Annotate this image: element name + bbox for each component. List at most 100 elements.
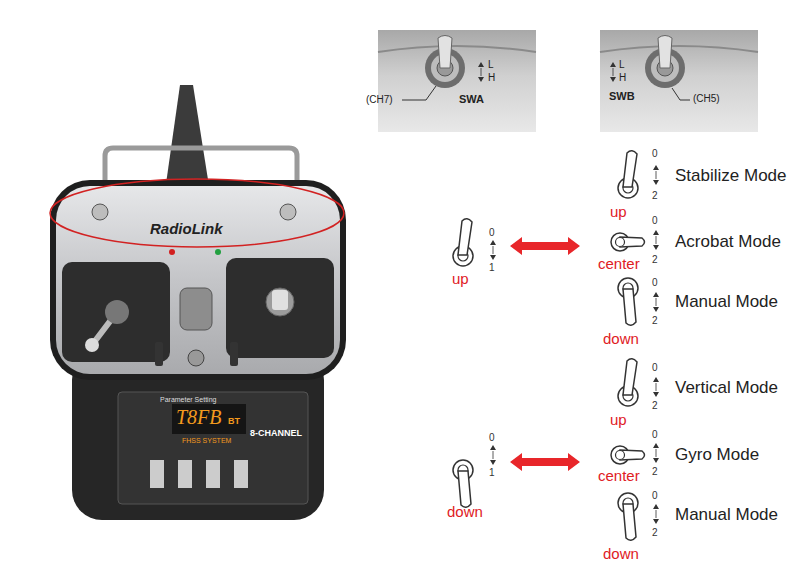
position-arrows [653,377,659,397]
mode-name: Manual Mode [675,292,778,312]
panel-label: FHSS SYSTEM [182,437,231,445]
switch-lever [438,36,452,69]
position-arrows [653,292,659,312]
model-suffix: BT [228,416,240,426]
position-number: 2 [652,315,658,327]
channel-count: 8-CHANNEL [250,428,302,438]
switch-down-icon [618,493,638,540]
dip-switch [178,460,192,488]
position-letter: H [488,72,495,84]
switch-name: SWB [609,90,635,103]
led [215,249,221,255]
position-arrows [653,165,659,185]
mode-name: Acrobat Mode [675,232,781,252]
dip-switch [234,460,248,488]
body-frame [50,180,346,380]
position-name: up [452,270,469,287]
double-arrow [510,237,580,255]
position-number: 2 [652,254,658,266]
stick [272,290,288,310]
switch-down-icon [453,460,473,507]
switch-inset [378,30,536,132]
mode-name: Gyro Mode [675,445,759,465]
position-name: center [598,467,640,484]
dip-switch [206,460,220,488]
stick-base [105,300,129,324]
panel-label: Parameter Setting [160,396,216,404]
position-letter: H [619,72,626,84]
position-letter: L [619,59,625,71]
body-edge [378,46,536,52]
inset-photo [378,30,536,132]
position-arrows [490,445,496,465]
stick-base [266,288,294,316]
position-arrows [653,230,659,250]
leader-line [672,88,690,100]
body-edge [600,46,758,52]
mode-name: Manual Mode [675,505,778,525]
double-arrow [510,453,580,471]
inset-photo [600,30,758,132]
switch-inset [600,30,758,132]
switch-lever [658,36,672,69]
switch-up-icon [618,359,638,406]
switch-icons [453,151,659,541]
position-name: down [603,330,639,347]
position-number: 1 [489,467,495,479]
trim-knob [188,350,204,366]
toggle-switch [92,204,108,220]
position-arrows [653,504,659,524]
position-number: 2 [652,466,658,478]
toggle-switch [280,204,296,220]
switch-name: SWA [459,93,484,106]
position-name: center [598,255,640,272]
position-number: 0 [652,362,658,374]
trim [155,342,163,366]
position-number: 0 [652,148,658,160]
position-number: 0 [489,227,495,239]
highlight-ellipse [50,179,344,247]
position-number: 2 [652,527,658,539]
brand-name: RadioLink [150,220,223,237]
position-number: 2 [652,400,658,412]
model-name: T8FB [176,406,222,429]
leader-line [402,86,436,100]
gimbal [62,262,170,362]
led [169,249,175,255]
position-number: 0 [652,490,658,502]
dip-switch [150,460,164,488]
position-name: down [447,503,483,520]
position-number: 2 [652,190,658,202]
switch-center-icon [611,233,645,251]
stick-end [85,338,99,352]
position-number: 1 [489,262,495,274]
channel-label: (CH7) [366,94,393,106]
face-plate [56,186,340,374]
switch-up-icon [453,219,473,266]
position-arrows [478,62,484,82]
position-name: up [610,411,627,428]
mode-name: Stabilize Mode [675,166,787,186]
position-number: 0 [652,429,658,441]
switch-down-icon [618,278,638,325]
center-trim [180,288,212,330]
position-name: down [603,545,639,562]
switch-center-icon [611,446,645,464]
display [172,404,246,434]
trim [230,342,238,366]
position-arrows [490,240,496,260]
label-plate [118,392,308,504]
switch-up-icon [618,151,638,198]
transmitter [50,85,346,520]
position-letter: L [488,59,494,71]
gimbal [226,258,334,358]
mode-name: Vertical Mode [675,378,778,398]
position-arrows [653,443,659,463]
position-number: 0 [489,432,495,444]
position-arrows [610,62,616,82]
position-number: 0 [652,215,658,227]
position-name: up [610,203,627,220]
position-number: 0 [652,277,658,289]
channel-label: (CH5) [693,93,720,105]
